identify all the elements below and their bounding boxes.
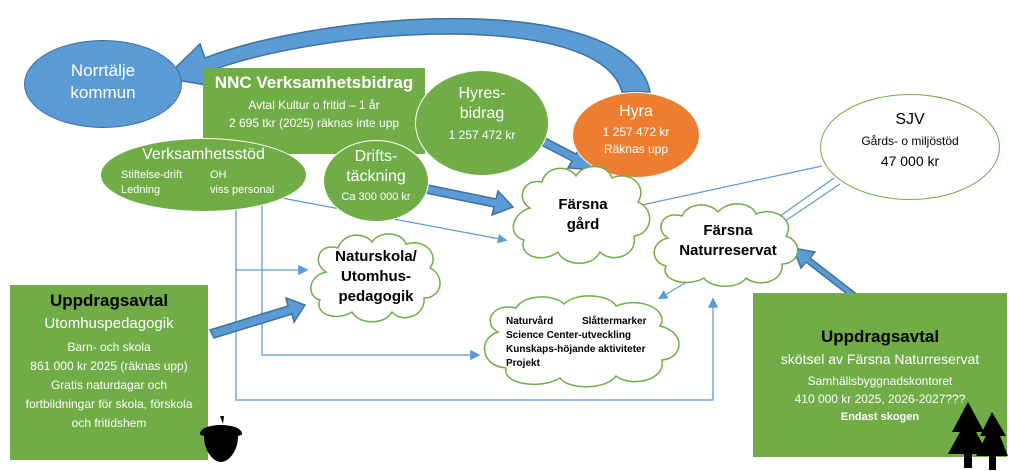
verksamhetsstod-item1: Stiftelse-drift (121, 169, 183, 181)
farsna-reservat-cloud (653, 203, 799, 287)
norrtalje-line2: kommun (70, 83, 136, 102)
activity-item-5: Projekt (506, 358, 540, 369)
uppdrag-right-title: Uppdragsavtal (820, 327, 940, 346)
farsna-gard-line1: Färsna (558, 196, 608, 213)
driftstackning-amount: Ca 300 000 kr (341, 191, 411, 203)
uppdrag-right-line1: Samhällsbyggnadskontoret (807, 374, 953, 388)
sjv-line-gard (625, 165, 823, 212)
tree-icon (948, 402, 1008, 470)
acorn-icon (200, 416, 242, 462)
uppdrag-left-box: Uppdragsavtal Utomhuspedagogik Barn- och… (10, 285, 208, 460)
activity-item-4: Kunskaps-höjande aktiviteter (506, 344, 646, 355)
sjv-line1: Gårds- o miljöstöd (861, 134, 959, 148)
verksamhetsstod-node: Verksamhetsstöd Stiftelse-drift OH Ledni… (100, 138, 307, 212)
hyra-note: Räknas upp (603, 142, 669, 156)
farsna-gard-cloud (512, 165, 651, 264)
activities-cloud (483, 295, 680, 388)
driftstackning-line2: täckning (346, 168, 406, 185)
naturskola-line3: pedagogik (338, 288, 414, 305)
uppdrag-right-subtitle: skötsel av Färsna Naturreservat (780, 351, 980, 367)
activity-item-2: Slåttermarker (582, 316, 647, 327)
uppdrag-right-line3: Endast skogen (840, 411, 920, 423)
verksamhetsstod-item4: viss personal (210, 184, 275, 196)
nnc-line1: Avtal Kultur o fritid – 1 år (248, 98, 380, 112)
hyresbidrag-line2: bidrag (459, 105, 505, 122)
sjv-amount: 47 000 kr (880, 153, 940, 169)
hyra-amount: 1 257 472 kr (602, 125, 670, 139)
farsna-reservat-line1: Färsna (703, 222, 753, 239)
uppdrag-left-title: Uppdragsavtal (49, 291, 169, 310)
farsna-gard-line2: gård (566, 216, 600, 233)
hyra-title: Hyra (619, 103, 653, 120)
uppdrag-left-subtitle: Utomhuspedagogik (44, 315, 174, 332)
sjv-title: SJV (895, 111, 925, 128)
verksamhetsstod-item2: OH (210, 169, 227, 181)
farsna-reservat-line2: Naturreservat (679, 242, 777, 259)
activity-item-1: Naturvård (506, 316, 554, 327)
hyresbidrag-node: Hyres- bidrag 1 257 472 kr (415, 70, 549, 176)
sjv-node: SJV Gårds- o miljöstöd 47 000 kr (820, 94, 1000, 200)
uppdrag-left-line3: Gratis naturdagar och (50, 378, 168, 392)
driftstackning-line1: Drifts- (354, 148, 398, 165)
norrtalje-node: Norrtälje kommun (24, 40, 182, 128)
uppdrag-left-line1: Barn- och skola (67, 340, 151, 354)
nnc-title: NNC Verksamhetsbidrag (214, 73, 414, 92)
nnc-line2: 2 695 tkr (2025) räknas inte upp (228, 116, 400, 130)
driftstackning-node: Drifts- täckning Ca 300 000 kr (323, 140, 429, 222)
uppdrag-right-line2: 410 000 kr 2025, 2026-2027??? (794, 392, 966, 406)
flow-line-bottom (235, 270, 719, 401)
block-arrow-uppdrag (208, 296, 307, 339)
hyra-node: Hyra 1 257 472 kr Räknas upp (572, 92, 700, 178)
flow-line-activities (261, 205, 481, 361)
verksamhetsstod-title: Verksamhetsstöd (142, 146, 265, 163)
naturskola-cloud (310, 233, 441, 323)
nnc-box: NNC Verksamhetsbidrag Avtal Kultur o fri… (203, 68, 425, 154)
uppdrag-left-line5: och fritidshem (71, 416, 147, 430)
norrtalje-line1: Norrtälje (70, 61, 136, 80)
activity-item-3: Science Center-utveckling (506, 330, 632, 341)
uppdrag-left-line4: fortbildningar för skola, förskola (25, 397, 193, 411)
hyresbidrag-amount: 1 257 472 kr (448, 128, 516, 142)
uppdrag-left-line2: 861 000 kr 2025 (räknas upp) (30, 359, 188, 373)
block-arrow-drifts (420, 183, 515, 217)
verksamhetsstod-item3: Ledning (121, 184, 161, 196)
naturskola-line2: Utomhus- (341, 268, 411, 285)
flow-line-naturskola (235, 205, 309, 276)
block-arrow-reservat (791, 247, 861, 301)
hyresbidrag-line1: Hyres- (458, 85, 506, 102)
naturskola-line1: Naturskola/ (335, 248, 417, 265)
